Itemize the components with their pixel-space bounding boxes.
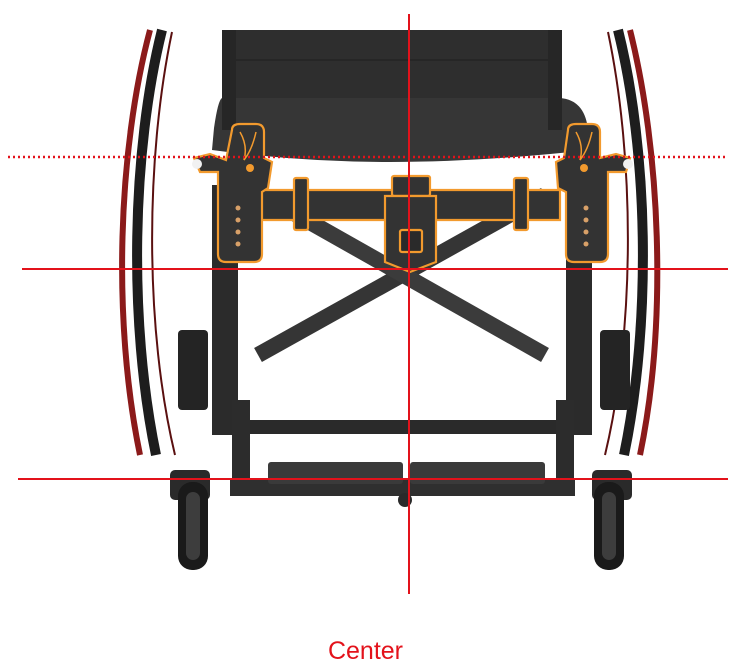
guide-lines (8, 14, 728, 594)
left-lower-post (232, 400, 250, 480)
tube-clamp-left (292, 176, 310, 232)
left-rear-wheel (119, 28, 176, 457)
right-backrest-post (548, 30, 562, 130)
bracket-details (192, 131, 633, 247)
right-caster (592, 470, 632, 570)
footplate-right (410, 462, 545, 484)
right-lower-post (556, 400, 574, 480)
center-clamp-window (398, 228, 424, 254)
cross-brace (254, 188, 549, 362)
right-seat-bracket (554, 122, 632, 264)
center-top-block (390, 174, 432, 198)
highlighted-parts (192, 122, 632, 274)
caption-center: Center (327, 637, 404, 665)
footplate-left (268, 462, 403, 484)
right-side-guard (600, 330, 630, 410)
left-seat-bracket (192, 122, 274, 264)
left-backrest-post (222, 30, 236, 130)
lower-frame (235, 420, 570, 434)
backrest (228, 30, 550, 100)
left-side-guard (178, 330, 208, 410)
tube-clamp-right (512, 176, 530, 232)
left-caster (170, 470, 210, 570)
seat-cushion (212, 98, 590, 162)
